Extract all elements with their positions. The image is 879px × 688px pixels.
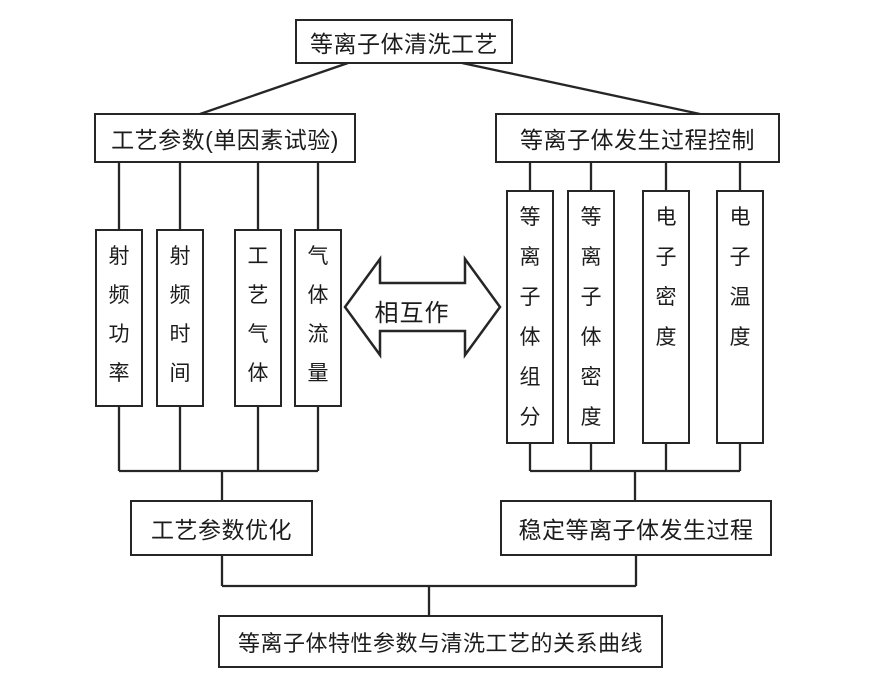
root-box-plasma-cleaning-process: 等离子体清洗工艺 xyxy=(295,19,513,64)
factor-box-rf-time: 射频时间 xyxy=(156,229,204,407)
factor-box-process-gas: 工艺气体 xyxy=(234,229,282,407)
right-branch-box-plasma-generation-control: 等离子体发生过程控制 xyxy=(495,113,780,163)
right-outcome-label: 稳定等离子体发生过程 xyxy=(518,517,754,543)
factor-box-rf-power: 射频功率 xyxy=(95,229,143,407)
factor-label-rf-time: 射频时间 xyxy=(169,245,191,385)
factor-label-rf-power: 射频功率 xyxy=(108,245,130,385)
factor-label-plasma-density: 等离子体密度 xyxy=(580,206,602,429)
left-outcome-box-parameter-optimization: 工艺参数优化 xyxy=(130,500,313,556)
factor-label-plasma-composition: 等离子体组分 xyxy=(519,206,541,429)
factor-label-gas-flow: 气体流量 xyxy=(307,245,329,385)
result-box-label: 等离子体特性参数与清洗工艺的关系曲线 xyxy=(237,630,643,656)
factor-label-electron-density: 电子密度 xyxy=(655,206,677,349)
factor-box-electron-density: 电子密度 xyxy=(642,190,690,444)
factor-box-plasma-composition: 等离子体组分 xyxy=(506,190,554,444)
right-branch-label: 等离子体发生过程控制 xyxy=(520,127,755,153)
left-branch-label: 工艺参数(单因素试验) xyxy=(111,127,339,153)
diagonal-connector-right xyxy=(461,61,701,116)
right-outcome-box-stable-plasma-generation: 稳定等离子体发生过程 xyxy=(500,500,772,556)
diagonal-connector-left xyxy=(199,61,349,116)
factor-box-gas-flow: 气体流量 xyxy=(294,229,342,407)
result-box-relationship-curve: 等离子体特性参数与清洗工艺的关系曲线 xyxy=(218,615,663,668)
interaction-arrow xyxy=(343,255,502,359)
interaction-arrow-label: 相互作 xyxy=(374,300,450,327)
left-outcome-label: 工艺参数优化 xyxy=(151,517,292,543)
factor-box-plasma-density: 等离子体密度 xyxy=(567,190,615,444)
root-box-label: 等离子体清洗工艺 xyxy=(310,30,498,57)
factor-box-electron-temperature: 电子温度 xyxy=(716,190,764,444)
left-branch-box-process-parameters: 工艺参数(单因素试验) xyxy=(94,113,356,163)
factor-label-electron-temperature: 电子温度 xyxy=(729,206,751,349)
factor-label-process-gas: 工艺气体 xyxy=(247,245,269,385)
